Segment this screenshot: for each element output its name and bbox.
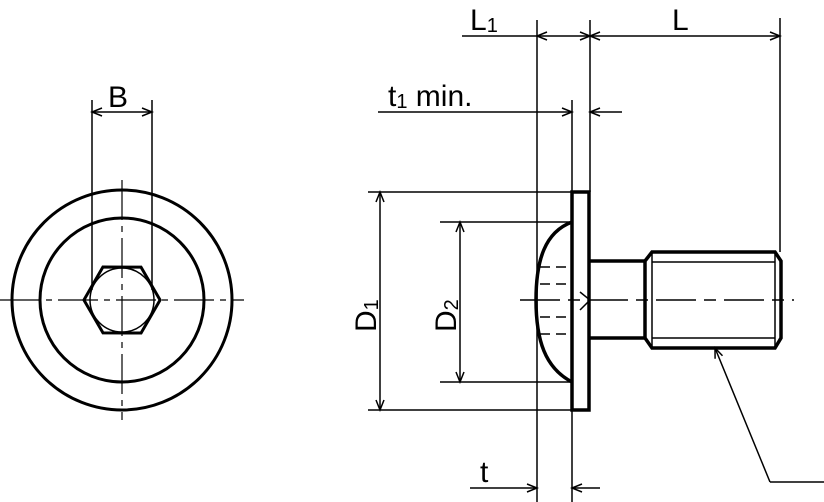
label-l: L (672, 4, 689, 37)
label-d2: D2 (430, 299, 463, 332)
label-b: B (108, 81, 128, 114)
side-view (520, 190, 794, 412)
label-d1: D1 (350, 299, 383, 332)
dimensions (368, 18, 824, 502)
end-view (0, 100, 244, 420)
label-l1: L1 (470, 4, 498, 37)
label-t: t (480, 456, 489, 489)
label-t1-min: t1 min. (388, 80, 472, 113)
